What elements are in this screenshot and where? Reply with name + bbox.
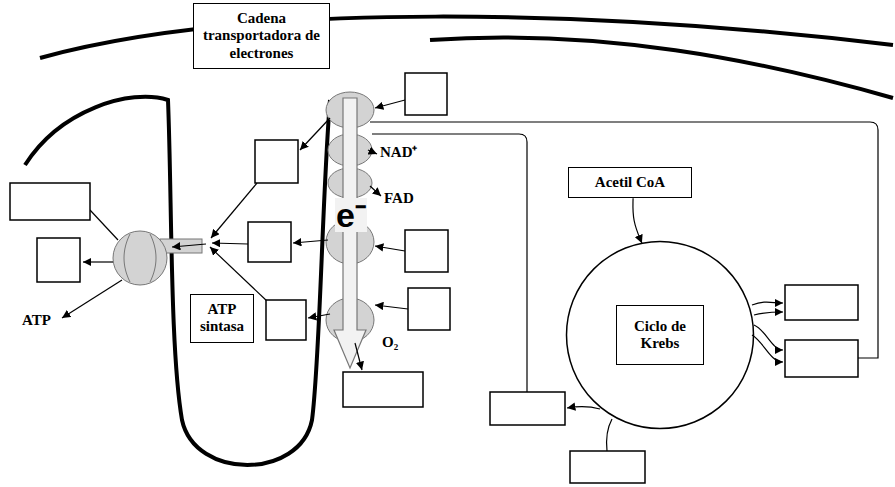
arrow — [370, 186, 381, 196]
answer-box — [266, 300, 306, 340]
pathway-line — [607, 419, 612, 451]
arrow — [752, 335, 783, 362]
pathway-line — [372, 134, 527, 392]
synthase-detail — [124, 234, 130, 282]
answer-box — [405, 230, 448, 272]
arrow — [83, 261, 113, 262]
arrow — [375, 246, 405, 251]
answer-box — [785, 340, 858, 377]
arrow — [308, 314, 330, 318]
arrow — [355, 343, 362, 370]
arrow — [300, 118, 330, 150]
answer-box — [570, 451, 645, 483]
answer-box — [10, 183, 90, 220]
cycle-circle: Ciclo de Krebs — [565, 240, 755, 430]
arrow — [172, 244, 206, 247]
node-text: ATP sintasa — [196, 301, 248, 336]
arrow — [375, 305, 408, 309]
arrow — [752, 302, 783, 305]
node-text: Ciclo de Krebs — [616, 305, 704, 366]
molecule-label: NAD⁺ — [380, 144, 418, 161]
arrow — [754, 312, 783, 315]
synthase-detail — [150, 234, 156, 282]
outer-membrane — [430, 37, 893, 98]
molecule-label: O₂ — [382, 334, 398, 351]
synthase-head — [113, 231, 167, 285]
arrow — [368, 150, 377, 154]
process-box: Acetil CoA — [568, 167, 692, 198]
answer-box — [405, 73, 447, 115]
leader-line — [90, 210, 118, 240]
arrow — [375, 100, 405, 108]
arrow — [293, 240, 328, 243]
answer-box — [408, 288, 450, 330]
answer-box — [248, 222, 291, 262]
arrow — [567, 407, 600, 409]
process-box: ATP sintasa — [190, 294, 254, 343]
arrow — [212, 243, 248, 244]
inner-membrane — [25, 97, 330, 465]
answer-box — [343, 372, 423, 407]
answer-box — [490, 392, 565, 425]
answer-box — [255, 140, 298, 183]
answer-box — [785, 285, 858, 320]
arrow — [754, 325, 783, 350]
node-text: Cadena transportadora de electrones — [199, 10, 324, 62]
electron-flow-arrow — [334, 98, 366, 368]
molecule-label: FAD — [384, 190, 414, 207]
answer-box — [37, 238, 80, 282]
arrow — [62, 280, 122, 318]
node-text: Acetil CoA — [574, 174, 686, 191]
molecule-label: ATP — [22, 312, 51, 329]
flow-arrow — [633, 198, 642, 243]
cycle-outline — [567, 242, 754, 429]
process-box: Cadena transportadora de electrones — [193, 3, 330, 69]
electron-label: e⁻ — [335, 198, 367, 232]
